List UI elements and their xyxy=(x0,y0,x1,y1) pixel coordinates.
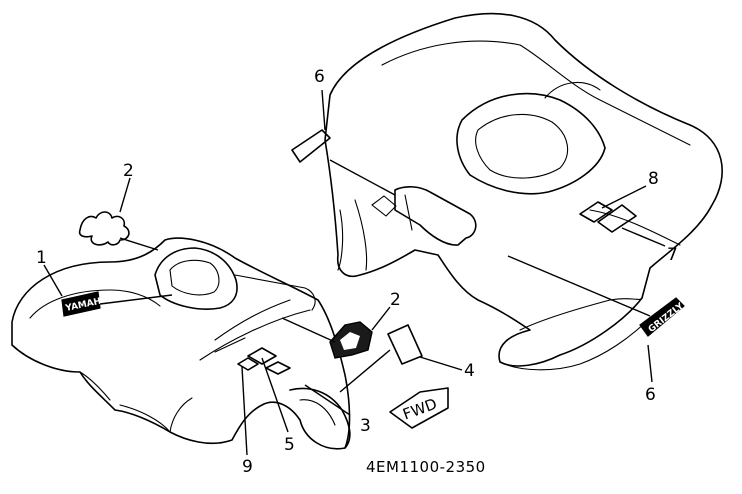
decal-2-upper xyxy=(78,211,130,246)
callout-5: 5 xyxy=(284,435,295,455)
leader-lines xyxy=(43,89,666,456)
decal-6-upper xyxy=(291,129,331,163)
callout-6-lower: 6 xyxy=(645,385,656,405)
callout-6-upper: 6 xyxy=(314,67,325,87)
callout-2-lower: 2 xyxy=(390,290,401,310)
decal-6-lower: GRIZZLY xyxy=(639,297,686,337)
callout-3: 3 xyxy=(360,416,371,436)
decal-4 xyxy=(387,324,423,365)
fwd-label: FWD xyxy=(400,395,439,424)
rear-fender xyxy=(324,12,723,371)
callout-8: 8 xyxy=(648,169,659,189)
front-fender xyxy=(11,237,351,450)
decal-5 xyxy=(247,347,277,365)
callout-7: 7 xyxy=(667,245,678,265)
fwd-arrow: FWD xyxy=(389,387,449,429)
decal-9 xyxy=(237,357,259,371)
decal-7 xyxy=(597,204,637,233)
decal-8 xyxy=(579,201,613,223)
callout-1: 1 xyxy=(36,248,47,268)
callout-2-upper: 2 xyxy=(123,161,134,181)
callout-4: 4 xyxy=(464,361,475,381)
callout-9: 9 xyxy=(242,457,253,477)
part-code: 4EM1100-2350 xyxy=(366,458,486,476)
callouts: 6 2 1 8 7 2 4 3 6 9 5 xyxy=(36,67,678,477)
